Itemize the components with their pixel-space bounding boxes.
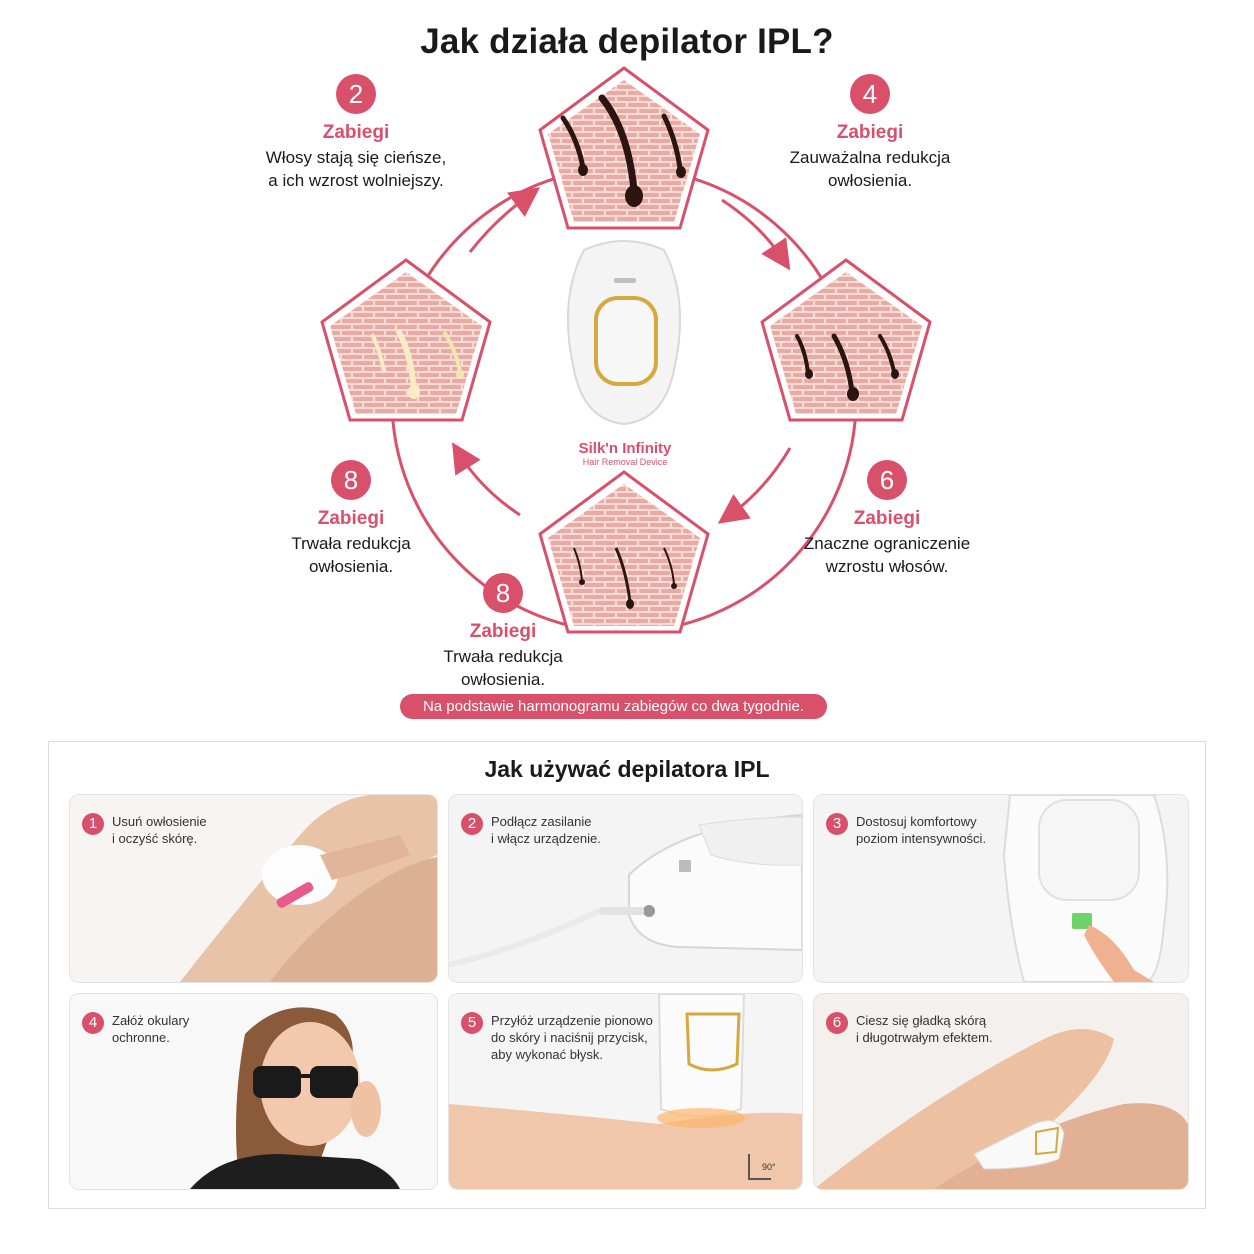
apply-device-image bbox=[449, 994, 802, 1189]
smooth-skin-image bbox=[814, 994, 1188, 1189]
stage-number: 2 bbox=[336, 74, 376, 114]
schedule-note: Na podstawie harmonogramu zabiegów co dw… bbox=[400, 694, 827, 719]
device-tagline: Hair Removal Device bbox=[582, 457, 668, 467]
stage-text-line2: owłosienia. bbox=[308, 557, 394, 576]
stage-label: Zabiegi bbox=[317, 508, 385, 529]
step-text-line1: Ciesz się gładką skórą bbox=[856, 1013, 987, 1028]
stage-label: Zabiegi bbox=[836, 122, 904, 143]
usage-card-3: 3 Dostosuj komfortowy poziom intensywnośc… bbox=[813, 794, 1189, 983]
step-text-line2: i oczyść skórę. bbox=[112, 831, 198, 846]
cycle-arrow bbox=[721, 198, 791, 271]
stage-text-line2: a ich wzrost wolniejszy. bbox=[268, 171, 444, 190]
cycle-arrow bbox=[452, 442, 521, 517]
step-number: 4 bbox=[82, 1012, 104, 1034]
usage-card-5: 90° 5 Przyłóż urządzenie pionowo do skóry… bbox=[448, 993, 803, 1190]
stage-4: 4 Zabiegi Zauważalna redukcja owłosienia… bbox=[750, 74, 990, 192]
stage-text-line1: Trwała redukcja bbox=[443, 647, 563, 666]
ipl-device-image bbox=[566, 240, 682, 426]
step-number: 2 bbox=[461, 813, 483, 835]
page-title: Jak działa depilator IPL? bbox=[420, 22, 834, 61]
angle-label: 90° bbox=[762, 1162, 776, 1172]
protective-glasses-image bbox=[70, 994, 437, 1189]
usage-card-6: 6 Ciesz się gładką skórą i długotrwałym e… bbox=[813, 993, 1189, 1190]
step-text-line1: Podłącz zasilanie bbox=[491, 814, 592, 829]
stage-number: 8 bbox=[483, 573, 523, 613]
stage-2: 2 Zabiegi Włosy stają się cieńsze, a ich… bbox=[236, 74, 476, 192]
plug-in-device-image bbox=[449, 795, 802, 982]
stage-number: 6 bbox=[867, 460, 907, 500]
skin-stage-bottom bbox=[538, 470, 710, 634]
stage-label: Zabiegi bbox=[322, 122, 390, 143]
step-text-line2: ochronne. bbox=[112, 1030, 170, 1045]
cycle-arrow bbox=[468, 187, 541, 253]
step-text-line2: i włącz urządzenie. bbox=[491, 831, 601, 846]
stage-text-line1: Włosy stają się cieńsze, bbox=[265, 148, 447, 167]
stage-text-line1: Trwała redukcja bbox=[291, 534, 411, 553]
usage-card-4: 4 Załóż okulary ochronne. bbox=[69, 993, 438, 1190]
step-text-line1: Usuń owłosienie bbox=[112, 814, 207, 829]
stage-number: 8 bbox=[331, 460, 371, 500]
stage-label: Zabiegi bbox=[853, 508, 921, 529]
stage-text-line2: owłosienia. bbox=[460, 670, 546, 689]
usage-title: Jak używać depilatora IPL bbox=[484, 756, 770, 782]
step-number: 5 bbox=[461, 1012, 483, 1034]
stage-8-bottom: 8 Zabiegi Trwała redukcja owłosienia. bbox=[383, 573, 623, 691]
intensity-button-image bbox=[814, 795, 1188, 982]
step-text-line1: Załóż okulary bbox=[112, 1013, 190, 1028]
skin-stage-right bbox=[760, 258, 932, 422]
step-text-line2: poziom intensywności. bbox=[856, 831, 987, 846]
stage-text-line1: Zauważalna redukcja bbox=[789, 148, 951, 167]
step-text-line3: aby wykonać błysk. bbox=[491, 1047, 603, 1062]
skin-stage-top bbox=[538, 66, 710, 230]
stage-label: Zabiegi bbox=[469, 621, 537, 642]
step-text-line1: Dostosuj komfortowy bbox=[856, 814, 977, 829]
shaving-legs-image bbox=[70, 795, 437, 982]
usage-card-1: 1 Usuń owłosienie i oczyść skórę. bbox=[69, 794, 438, 983]
stage-text-line1: Znaczne ograniczenie bbox=[803, 534, 971, 553]
stage-number: 4 bbox=[850, 74, 890, 114]
step-number: 6 bbox=[826, 1012, 848, 1034]
usage-card-2: 2 Podłącz zasilanie i włącz urządzenie. bbox=[448, 794, 803, 983]
stage-text-line2: owłosienia. bbox=[827, 171, 913, 190]
step-text-line1: Przyłóż urządzenie pionowo bbox=[491, 1013, 653, 1028]
step-text-line2: i długotrwałym efektem. bbox=[856, 1030, 993, 1045]
treatment-cycle-diagram bbox=[320, 66, 932, 634]
device-brand: Silk'n Infinity bbox=[578, 440, 672, 457]
stage-text-line2: wzrostu włosów. bbox=[825, 557, 949, 576]
step-number: 3 bbox=[826, 813, 848, 835]
skin-stage-left bbox=[320, 258, 492, 422]
cycle-arrow bbox=[717, 447, 792, 524]
stage-6: 6 Zabiegi Znaczne ograniczenie wzrostu w… bbox=[767, 460, 1007, 578]
step-number: 1 bbox=[82, 813, 104, 835]
step-text-line2: do skóry i naciśnij przycisk, bbox=[491, 1030, 648, 1045]
stage-8-left: 8 Zabiegi Trwała redukcja owłosienia. bbox=[231, 460, 471, 578]
